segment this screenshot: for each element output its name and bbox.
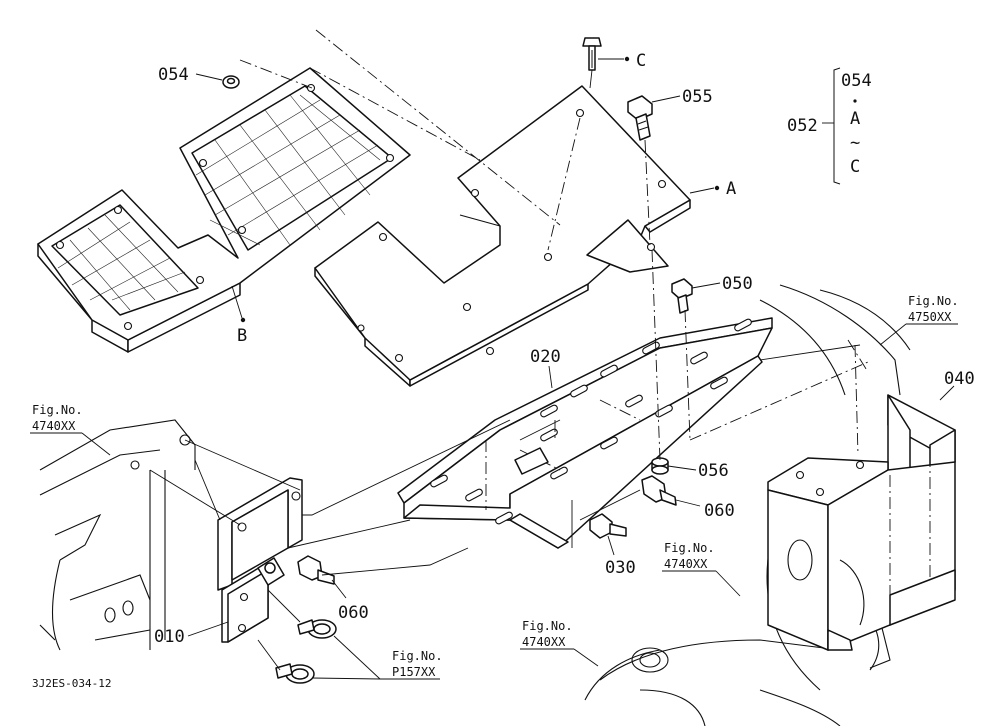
bracket-020[interactable] — [397, 317, 773, 549]
figref-4740-left-title: Fig.No. — [32, 403, 83, 417]
figref-4750-title: Fig.No. — [908, 294, 959, 308]
kit-dot — [853, 99, 857, 103]
figref-4750: Fig.No. 4750XX — [879, 294, 959, 346]
callout-dot-c — [624, 56, 630, 62]
duct-cover-040[interactable] — [767, 394, 956, 651]
callout-dot-a — [714, 185, 720, 191]
washer-054[interactable] — [222, 75, 240, 89]
bolt-060-left[interactable] — [297, 555, 335, 585]
figref-4750-number: 4750XX — [908, 310, 952, 324]
bolt-060-right[interactable] — [641, 475, 677, 506]
label-060-right: 060 — [704, 501, 735, 521]
label-050: 050 — [722, 274, 753, 294]
kit-tilde: ~ — [850, 133, 860, 153]
figref-p157-number: P157XX — [392, 665, 436, 679]
label-010: 010 — [154, 627, 185, 647]
label-020: 020 — [530, 347, 561, 367]
callout-dot-b — [240, 317, 246, 323]
figref-4740-left: Fig.No. 4740XX — [30, 403, 111, 456]
drawing-code: 3J2ES-034-12 — [32, 677, 111, 690]
figref-4740-mid-number: 4740XX — [664, 557, 708, 571]
bracket-slots — [430, 318, 752, 525]
label-040: 040 — [944, 369, 975, 389]
figref-4740-bottom-number: 4740XX — [522, 635, 566, 649]
label-c: C — [636, 51, 646, 71]
figref-4740-bottom-title: Fig.No. — [522, 619, 573, 633]
rivet-c[interactable] — [582, 37, 602, 89]
label-030: 030 — [605, 558, 636, 578]
label-054: 054 — [158, 65, 189, 85]
bracket-010[interactable] — [217, 477, 303, 643]
bolt-050[interactable] — [671, 278, 693, 314]
cover-plate-a[interactable] — [314, 85, 691, 387]
figref-4740-bottom: Fig.No. 4740XX — [520, 619, 599, 667]
figref-4740-left-number: 4740XX — [32, 419, 76, 433]
label-b: B — [237, 326, 247, 346]
label-a: A — [726, 179, 736, 199]
kit-054: 054 — [841, 71, 872, 91]
label-056: 056 — [698, 461, 729, 481]
figref-4740-mid: Fig.No. 4740XX — [662, 541, 741, 597]
mat-grid-1 — [195, 94, 381, 246]
bolt-030[interactable] — [589, 513, 627, 539]
mat-grid-2 — [57, 214, 186, 311]
kit-a: A — [850, 109, 860, 129]
label-052: 052 — [787, 116, 818, 136]
kit-callout-052: 052 054 A ~ C — [787, 67, 872, 185]
hose-clamps[interactable] — [275, 619, 337, 684]
background-frame-left — [39, 419, 196, 651]
bolt-055[interactable] — [627, 95, 653, 141]
figref-4740-mid-title: Fig.No. — [664, 541, 715, 555]
collar-056[interactable] — [651, 457, 669, 475]
figref-p157: Fig.No. P157XX — [311, 635, 443, 680]
floor-mat-b[interactable] — [37, 67, 411, 353]
kit-c: C — [850, 157, 860, 177]
figref-p157-title: Fig.No. — [392, 649, 443, 663]
label-060-left: 060 — [338, 603, 369, 623]
assembly-lines — [149, 29, 869, 671]
label-055: 055 — [682, 87, 713, 107]
